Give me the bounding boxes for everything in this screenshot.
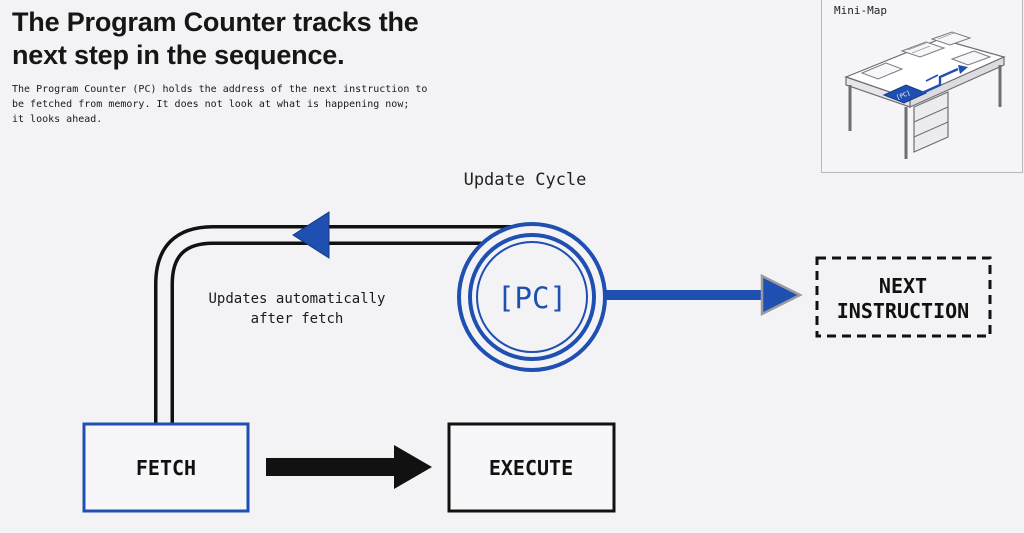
fetch-to-execute-arrow-head	[394, 445, 432, 489]
title-line-1: The Program Counter tracks the	[12, 7, 419, 37]
fetch-box	[82, 422, 250, 513]
fetch-label: FETCH	[136, 456, 196, 480]
next-instruction-line-1: NEXT	[879, 274, 927, 298]
pc-register-label: [PC]	[497, 281, 567, 315]
pc-to-next-arrow-head	[760, 273, 803, 317]
next-instruction-line-2: INSTRUCTION	[837, 299, 969, 323]
execute-box	[447, 422, 616, 513]
pc-outer-ring	[457, 222, 607, 372]
title-line-2: next step in the sequence.	[12, 40, 345, 70]
annotation-line-2: after fetch	[251, 311, 344, 327]
page-description: The Program Counter (PC) holds the addre…	[12, 84, 428, 125]
next-instruction-box	[815, 256, 992, 338]
page-title: The Program Counter tracks the next step…	[12, 6, 532, 72]
feedback-path-inner	[157, 228, 530, 423]
update-cycle-label: Update Cycle	[464, 170, 587, 190]
pc-inner-ring	[476, 241, 588, 353]
feedback-arrow-head	[292, 211, 330, 259]
pc-to-next-shaft	[598, 290, 770, 300]
fetch-to-execute-shaft	[266, 458, 400, 476]
mini-map-title: Mini-Map	[834, 4, 887, 17]
mini-map-panel: Mini-Map [PC]	[821, 0, 1023, 173]
annotation-line-1: Updates automatically	[208, 291, 385, 307]
mini-map-desk-illustration	[844, 31, 1006, 159]
execute-label: EXECUTE	[489, 456, 573, 480]
pc-middle-ring	[468, 233, 596, 361]
